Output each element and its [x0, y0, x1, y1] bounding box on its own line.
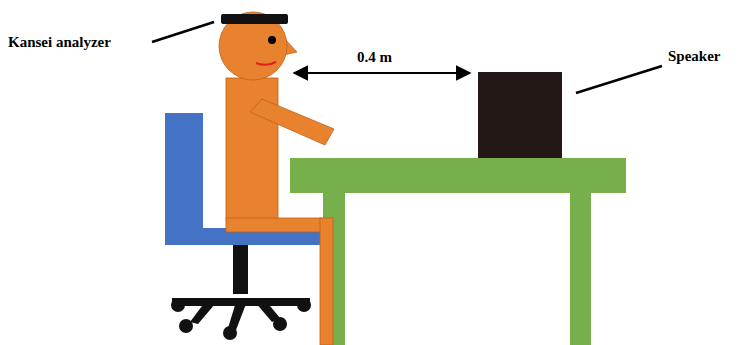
chair-wheel	[223, 326, 237, 340]
chair-wheel	[273, 317, 287, 331]
chair-base	[171, 244, 311, 340]
mouth	[256, 62, 276, 65]
head	[219, 12, 287, 80]
lower-leg	[320, 218, 333, 345]
chair-post	[233, 244, 248, 294]
speaker-box	[478, 72, 562, 158]
label-text: 0.4 m	[357, 48, 392, 66]
headband	[221, 14, 288, 24]
leader-line	[576, 66, 662, 93]
table-top	[290, 158, 626, 193]
eye	[268, 36, 276, 44]
label-text: Speaker	[668, 47, 721, 65]
chair-wheel	[297, 298, 311, 312]
chair-leg	[228, 302, 246, 330]
chair-back	[165, 113, 203, 243]
leader-line	[152, 22, 214, 42]
chair-wheel	[179, 319, 193, 333]
person	[219, 12, 334, 345]
chair-wheel	[171, 298, 185, 312]
arm	[250, 99, 334, 145]
chair-leg	[190, 302, 215, 324]
label-text: Kansei analyzer	[8, 33, 111, 51]
distance-arrow	[294, 72, 470, 74]
thigh	[226, 218, 322, 232]
torso	[226, 78, 278, 220]
table-leg	[570, 192, 591, 345]
